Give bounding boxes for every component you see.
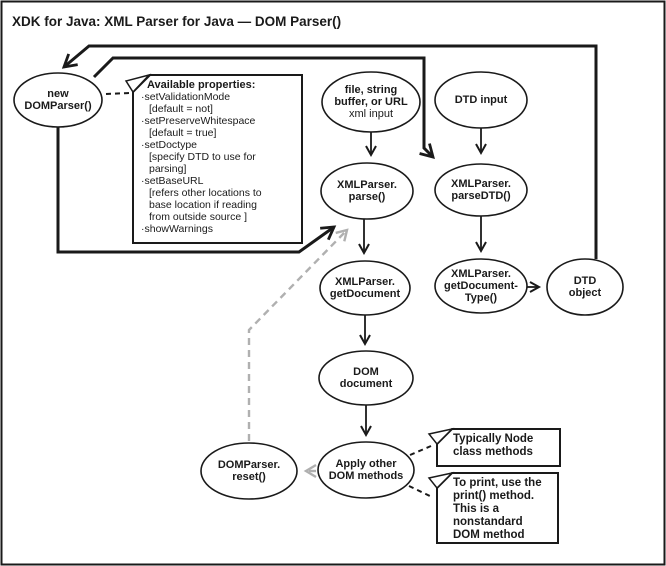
node-apply-methods-shape — [317, 441, 415, 499]
connector-apply-to-print-note — [408, 485, 433, 498]
properties-note-header: Available properties: — [147, 79, 256, 91]
connector-domparser-to-properties-note — [105, 92, 131, 95]
connector-apply-to-node-methods-note — [409, 445, 432, 456]
node-parsedtd-shape — [434, 163, 528, 217]
arrow-new-domparser-to-parse — [56, 127, 337, 254]
properties-note-list: setValidationMode [default = not] setPre… — [141, 91, 299, 235]
note-fold-icon — [124, 73, 152, 94]
arrow-dtd-object-to-new-domparser — [61, 44, 598, 259]
property-item: showWarnings — [141, 223, 299, 235]
node-new-domparser-shape — [13, 72, 103, 128]
node-reset-shape — [200, 442, 298, 500]
node-getdoctype-shape — [434, 258, 528, 314]
property-item: setPreserveWhitespace [default = true] — [141, 115, 299, 139]
node-dom-document-shape — [318, 350, 414, 406]
node-dtd-object-shape — [546, 258, 624, 316]
property-item: setBaseURL [refers other locations to ba… — [141, 175, 299, 223]
page-title: XDK for Java: XML Parser for Java — DOM … — [12, 14, 342, 29]
node-getdocument-shape — [319, 260, 411, 316]
node-dtd-input-shape — [434, 71, 528, 129]
node-methods-note-text: Typically Node class methods — [453, 433, 534, 458]
property-item: setValidationMode [default = not] — [141, 91, 299, 115]
arrow-new-domparser-to-parsedtd — [92, 56, 435, 159]
print-note-text: To print, use the print() method. This i… — [453, 477, 542, 541]
arrow-reset-to-parse-dashed — [247, 228, 349, 441]
node-xml-input-shape — [321, 71, 421, 133]
node-parse-shape — [320, 162, 414, 220]
note-fold-icon — [427, 471, 455, 490]
note-fold-icon — [427, 427, 455, 446]
property-item: setDoctype [specify DTD to use for parsi… — [141, 139, 299, 175]
